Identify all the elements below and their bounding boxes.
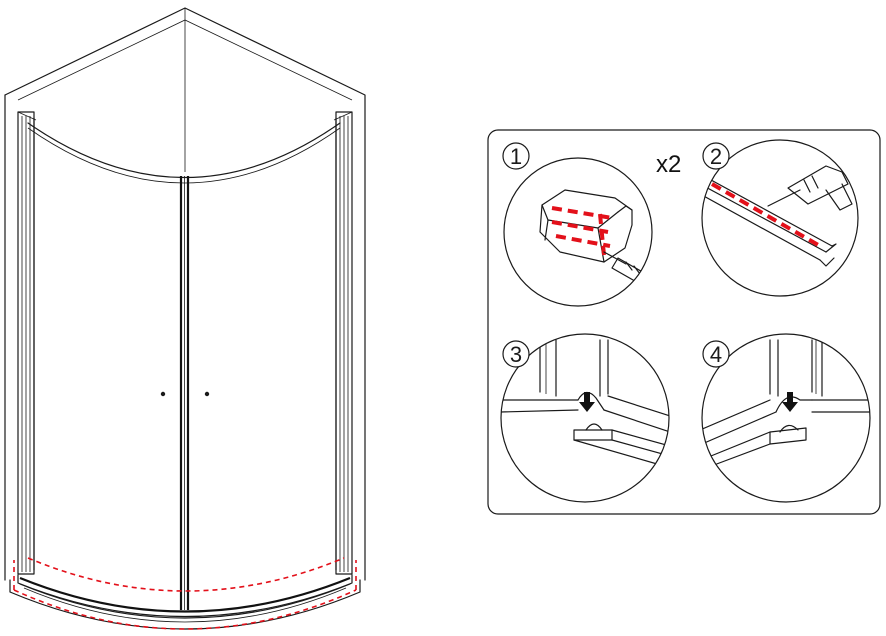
top-curved-rail bbox=[27, 122, 341, 178]
quantity-multiplier: x2 bbox=[656, 151, 681, 178]
door-meeting-profile bbox=[179, 176, 190, 610]
left-door-knob bbox=[160, 391, 166, 397]
step-4: 4 bbox=[701, 333, 871, 503]
step-4-number: 4 bbox=[710, 342, 722, 367]
step-1-number: 1 bbox=[510, 144, 522, 169]
right-wall-profile bbox=[333, 111, 353, 575]
step-3: 3 bbox=[500, 333, 670, 503]
right-door-knob bbox=[204, 391, 210, 397]
step-3-number: 3 bbox=[510, 342, 522, 367]
shower-enclosure bbox=[4, 7, 366, 630]
instruction-panel: 1 x2 2 bbox=[487, 129, 881, 515]
step-2-number: 2 bbox=[710, 144, 722, 169]
sealant-lines bbox=[13, 557, 357, 630]
down-arrow-icon-step4 bbox=[782, 392, 798, 412]
left-wall-profile bbox=[17, 111, 37, 575]
step-2: 2 bbox=[701, 139, 859, 297]
down-arrow-icon-step3 bbox=[579, 392, 595, 412]
ceiling-outline bbox=[4, 7, 366, 581]
shower-tray bbox=[9, 574, 361, 630]
